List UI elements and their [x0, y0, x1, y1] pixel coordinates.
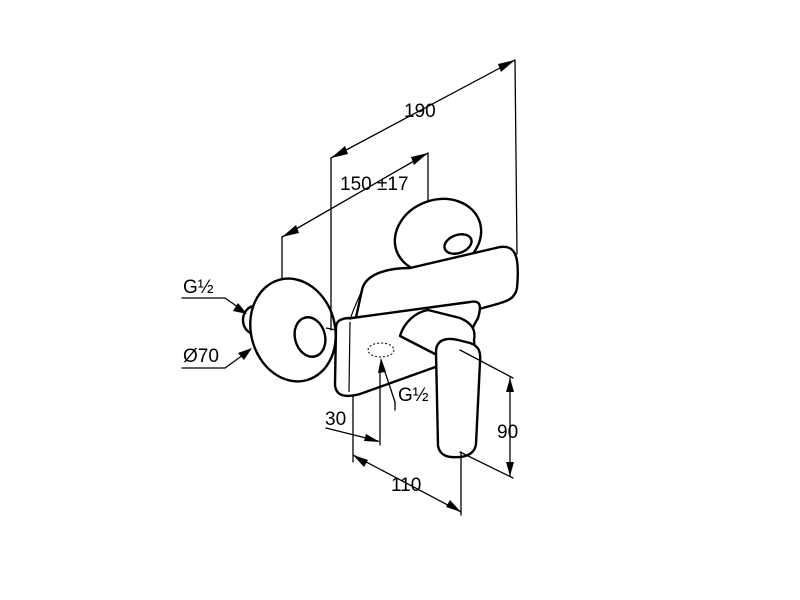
lever-handle — [398, 308, 482, 459]
label-center-distance: 150 ±17 — [340, 174, 409, 195]
label-outlet-offset: 30 — [325, 409, 346, 430]
label-overall-length: 190 — [404, 101, 436, 122]
label-outlet-thread: G½ — [398, 385, 429, 406]
label-cover-diameter: Ø70 — [183, 346, 219, 367]
dimension-90 — [459, 349, 514, 479]
label-depth: 110 — [391, 475, 421, 496]
dimension-110 — [352, 394, 462, 516]
label-thread-left: G½ — [183, 277, 214, 298]
right-wall-rosette — [393, 197, 483, 275]
outlet-aerator — [367, 342, 395, 358]
dimension-190 — [330, 59, 518, 331]
thread-leader-left — [181, 297, 247, 314]
dimension-150 — [281, 152, 429, 279]
diameter-leader — [181, 348, 252, 369]
left-wall-rosette — [241, 277, 337, 383]
dimension-30 — [325, 367, 381, 446]
label-height: 90 — [497, 422, 518, 443]
